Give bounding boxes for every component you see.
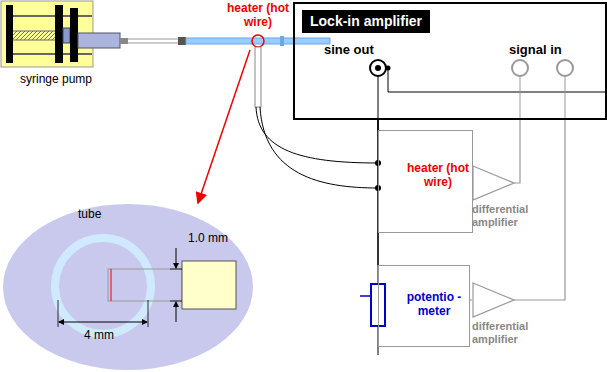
- part-label: syringe pump: [20, 72, 92, 86]
- box-title: Lock-in amplifier: [302, 10, 430, 33]
- amplifier-triangle: [472, 282, 516, 319]
- port-label: signal in: [509, 42, 562, 57]
- dimension: 1.0 mm: [188, 231, 228, 245]
- circuit-wires: [370, 60, 607, 355]
- syringe-pump: [1, 1, 128, 67]
- wire: [470, 299, 472, 300]
- heater-label: heater (hot wire): [407, 161, 469, 189]
- part-label: heater (hot wire): [227, 1, 289, 29]
- heater-box: heater (hot wire): [378, 130, 473, 233]
- amplifier-label: differential amplifier: [472, 203, 536, 229]
- differential-amplifier: differential amplifier: [472, 282, 540, 350]
- dimension: 4 mm: [84, 328, 114, 342]
- wire: [514, 120, 520, 183]
- amplifier-triangle: [472, 165, 516, 202]
- zoom-view: [3, 204, 253, 370]
- potentiometer-label: potentio -meter: [405, 290, 463, 318]
- part-label: tube: [78, 207, 101, 221]
- potentiometer-box: potentio -meter: [378, 265, 470, 347]
- port-label: sine out: [324, 42, 374, 57]
- amplifier-label: differential amplifier: [472, 320, 536, 346]
- resistor-symbol: [360, 284, 385, 326]
- lock-in-box: Lock-in amplifier sine out signal in: [293, 2, 607, 120]
- differential-amplifier: differential amplifier: [472, 165, 540, 233]
